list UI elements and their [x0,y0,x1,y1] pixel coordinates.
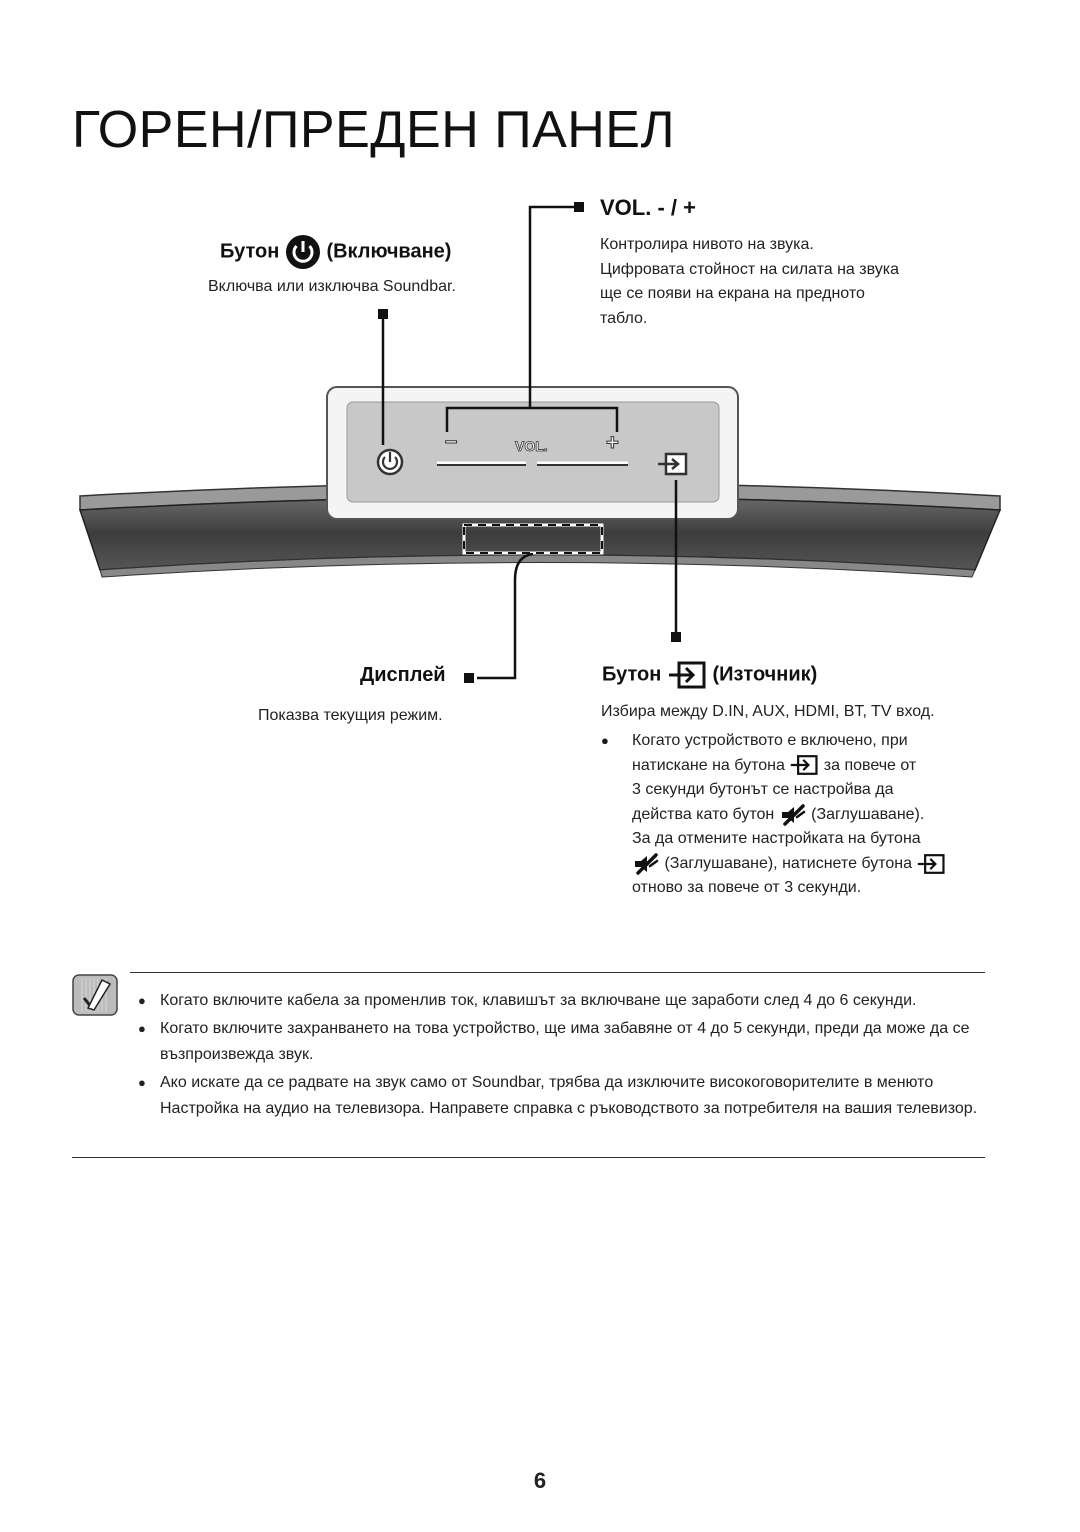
power-heading-prefix: Бутон [220,240,280,263]
source-icon [918,853,946,874]
source-bullet-text: действа като бутон [632,805,775,823]
callout-lines [381,205,678,680]
panel-vol-label: VOL. [515,438,548,455]
panel-minus: – [444,428,458,454]
source-bullet-text: натискане на бутона [632,756,785,774]
volume-description: Контролира нивото на звука. Цифровата ст… [600,233,899,331]
display-window [462,523,604,555]
volume-heading: VOL. - / + [600,195,696,220]
display-description: Показва текущия режим. [258,707,443,724]
source-bullet-text: за повече от [823,756,917,774]
power-icon [285,235,320,269]
source-bullet-line: действа като бутон (Заглушаване). [632,803,1021,828]
volume-description-line: ще се появи на екрана на предното [600,285,865,302]
panel-source-icon [658,452,688,476]
mute-icon [781,803,805,826]
source-bullet-text: (Заглушаване), натиснете бутона [664,854,913,872]
source-heading-suffix: (Източник) [712,663,818,686]
source-bullet-line: (Заглушаване), натиснете бутона [632,852,1021,877]
source-bullet-line: Когато устройството е включено, при [632,732,908,749]
source-description: Избира между D.IN, AUX, HDMI, BT, TV вхо… [601,703,935,720]
page-title: ГОРЕН/ПРЕДЕН ПАНЕЛ [72,101,676,159]
power-heading: Бутон (Включване) [220,234,451,270]
note-item: Ако искате да се радвате на звук само от… [138,1070,988,1122]
source-bullet-line: За да отмените настройката на бутона [632,830,921,848]
page-number: 6 [533,1468,547,1493]
source-icon [668,661,706,689]
source-bullet-line: отново за повече от 3 секунди. [632,879,862,897]
volume-description-line: Цифровата стойност на силата на звука [600,260,899,278]
source-heading-prefix: Бутон [602,663,662,686]
source-bullet-text: (Заглушаване). [811,805,925,823]
callout-squares [378,202,681,683]
source-heading: Бутон (Източник) [602,660,817,690]
display-heading: Дисплей [360,664,446,686]
mute-icon [635,852,659,875]
source-bullet-line: 3 секунди бутонът се настройва да [632,781,894,798]
source-bullet-line: натискане на бутона за повече от [632,754,1021,779]
panel-plus: + [606,430,620,456]
note-icon [72,974,118,1016]
notes-list: Когато включите кабела за променлив ток,… [138,988,988,1124]
note-item: Когато включите захранването на това уст… [138,1016,988,1068]
power-description: Включва или изключва Soundbar. [208,278,456,295]
control-panel [326,386,739,520]
note-item: Когато включите кабела за променлив ток,… [138,988,988,1014]
source-icon [791,755,818,776]
power-heading-suffix: (Включване) [326,240,452,263]
volume-description-line: Контролира нивото на звука. [600,236,814,253]
panel-power-icon [376,448,404,476]
notes-top-rule [130,972,985,973]
notes-bottom-rule [72,1157,985,1158]
volume-description-line: табло. [600,309,648,327]
source-bullet: ● Когато устройството е включено, при на… [601,729,1021,901]
